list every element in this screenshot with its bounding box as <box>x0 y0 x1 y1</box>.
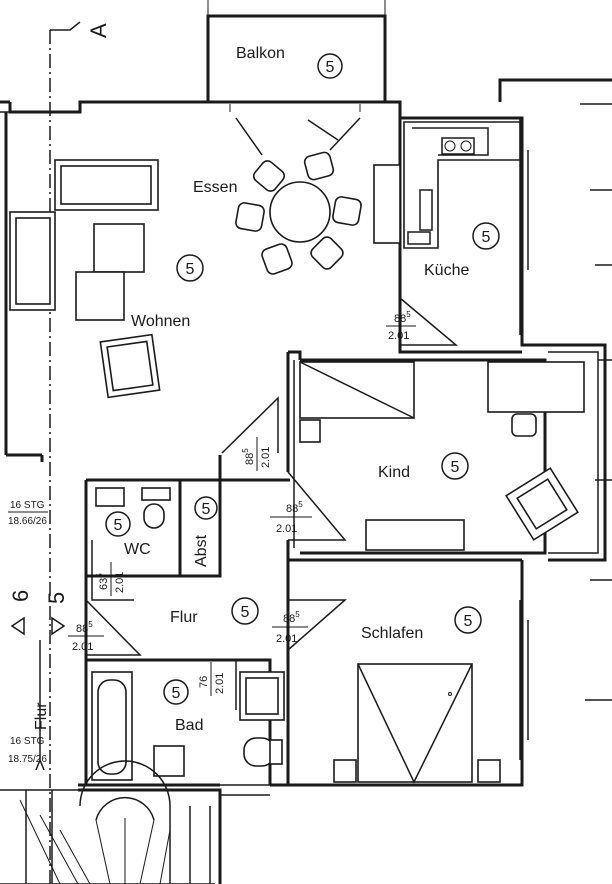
svg-text:5: 5 <box>464 613 473 630</box>
door-dimension-schlafen: 885 2.01 <box>272 610 308 645</box>
room-label-kind: Kind <box>378 464 410 481</box>
svg-text:76: 76 <box>198 676 210 688</box>
kitchen-furniture <box>403 121 521 249</box>
svg-text:2.01: 2.01 <box>72 641 93 653</box>
room-marker-kind: 5 <box>441 452 469 480</box>
svg-text:885: 885 <box>76 620 93 635</box>
svg-text:18.75/26: 18.75/26 <box>8 754 47 765</box>
stair-annotation-lower: 16 STG 18.75/26 <box>8 736 47 765</box>
svg-text:5: 5 <box>172 685 181 702</box>
child-room-furniture <box>299 361 585 551</box>
svg-text:5: 5 <box>451 459 460 476</box>
room-label-flur: Flur <box>170 609 198 626</box>
svg-text:635: 635 <box>95 573 110 590</box>
svg-text:885: 885 <box>241 448 256 465</box>
sanitary-fixtures <box>91 487 285 781</box>
door-dimension-wohnen: 885 2.01 <box>241 437 272 471</box>
section-markers: 6 5 <box>8 590 69 636</box>
room-marker-wohnen: 5 <box>176 254 204 282</box>
room-label-bad: Bad <box>175 717 203 734</box>
door-swings <box>85 297 459 710</box>
svg-text:885: 885 <box>286 500 303 515</box>
room-marker-flur: 5 <box>231 597 259 625</box>
svg-text:5: 5 <box>241 604 250 621</box>
bedroom-furniture <box>333 663 501 784</box>
interior-walls <box>84 118 547 785</box>
svg-text:2.01: 2.01 <box>276 523 297 535</box>
balcony-area: Balkon 5 <box>206 0 387 102</box>
room-label-wohnen: Wohnen <box>131 313 190 330</box>
svg-text:5: 5 <box>186 261 195 278</box>
svg-text:885: 885 <box>283 610 300 625</box>
room-marker-kueche: 5 <box>472 222 500 250</box>
room-marker-balkon: 5 <box>317 53 343 79</box>
room-label-abst: Abst <box>193 534 210 567</box>
svg-text:5: 5 <box>202 501 211 518</box>
door-dimension-flur-left: 885 2.01 <box>68 620 104 653</box>
room-label-wc: WC <box>124 541 151 558</box>
room-label-essen: Essen <box>193 179 237 196</box>
svg-text:16 STG: 16 STG <box>10 736 45 747</box>
svg-text:5: 5 <box>114 517 123 534</box>
room-marker-wc: 5 <box>105 511 131 537</box>
svg-text:2.01: 2.01 <box>114 572 126 593</box>
svg-text:18.66/26: 18.66/26 <box>8 516 47 527</box>
svg-text:2.01: 2.01 <box>276 633 297 645</box>
room-label-stair-flur: Flur <box>33 702 50 730</box>
door-dimension-wc: 635 2.01 <box>95 562 126 596</box>
room-label-kueche: Küche <box>424 262 469 279</box>
section-mark-a: A <box>86 23 111 38</box>
section-mark-5: 5 <box>44 592 69 604</box>
svg-text:5: 5 <box>482 229 491 246</box>
staircase <box>0 640 215 884</box>
door-dimension-kueche: 885 2.01 <box>386 310 416 342</box>
svg-text:16 STG: 16 STG <box>10 500 45 511</box>
living-dining-furniture <box>9 104 401 399</box>
svg-text:2.01: 2.01 <box>388 330 409 342</box>
door-dimension-bad: 76 2.01 <box>198 662 226 696</box>
svg-text:2.01: 2.01 <box>260 447 272 468</box>
section-mark-6: 6 <box>8 590 33 602</box>
section-line-a: A <box>49 21 111 884</box>
room-marker-bad: 5 <box>163 679 189 705</box>
room-marker-abst: 5 <box>194 496 218 520</box>
room-labels: Essen Wohnen 5 Küche 5 Kind 5 WC 5 Abst … <box>33 179 500 734</box>
room-marker-schlafen: 5 <box>454 606 482 634</box>
stair-annotation-upper: 16 STG 18.66/26 <box>8 500 48 527</box>
svg-text:2.01: 2.01 <box>214 673 226 694</box>
room-label-schlafen: Schlafen <box>361 625 423 642</box>
svg-text:885: 885 <box>394 310 411 325</box>
svg-text:5: 5 <box>326 59 335 76</box>
door-dimension-kind: 885 2.01 <box>270 500 312 535</box>
room-label-balkon: Balkon <box>236 45 285 62</box>
